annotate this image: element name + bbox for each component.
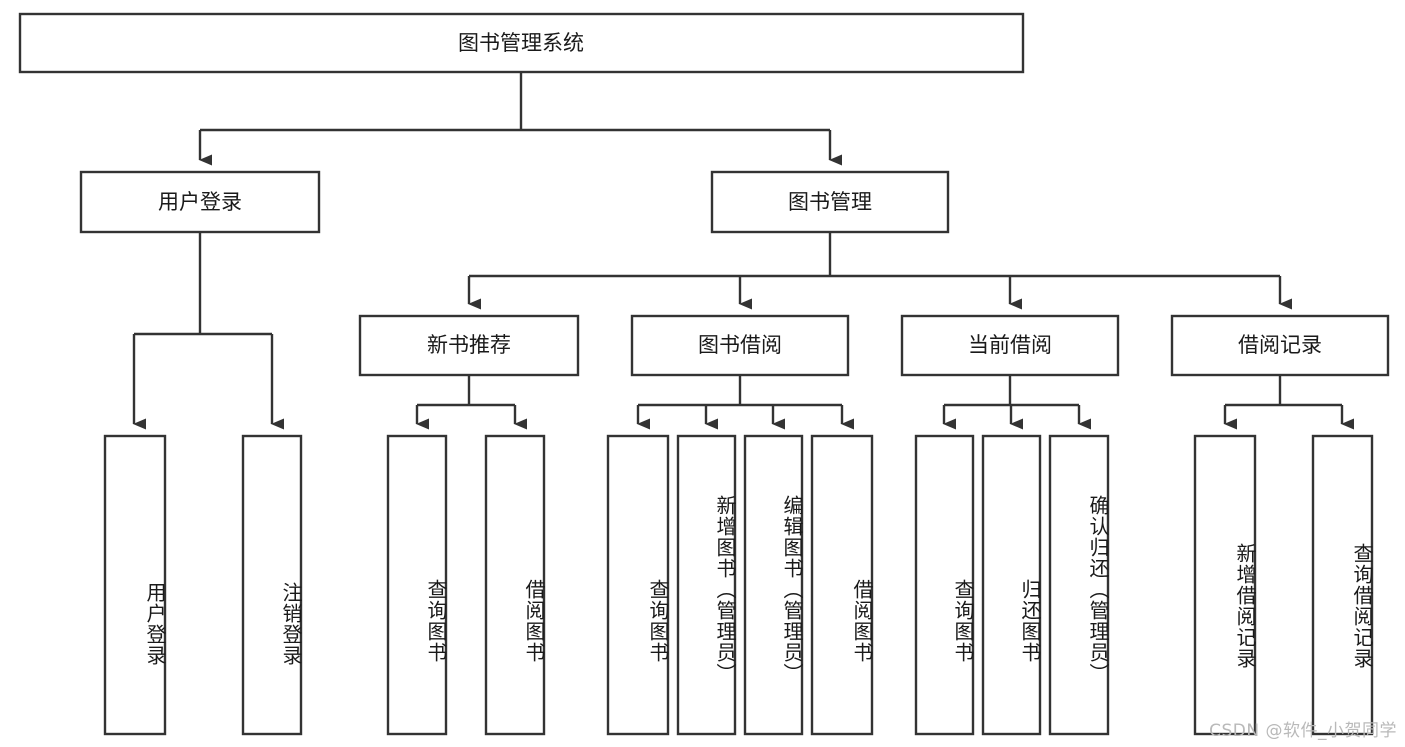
node-label-new-book-recommend: 新书推荐: [427, 333, 511, 357]
watermark-text: CSDN @软件_小贺同学: [1209, 721, 1397, 741]
node-box-root[interactable]: [18, 12, 1025, 74]
node-box-book-borrow[interactable]: [630, 314, 850, 377]
node-label-book-management: 图书管理: [788, 190, 872, 214]
leaf-box-query-books[interactable]: [606, 434, 670, 736]
node-box-new-book-recommend[interactable]: [358, 314, 580, 377]
leaf-box-borrow-books-new[interactable]: [484, 434, 546, 736]
leaf-box-confirm-return[interactable]: [1048, 434, 1110, 736]
leaf-box-query-books-new[interactable]: [386, 434, 448, 736]
connector-layer: [132, 72, 1354, 430]
node-label-user-login: 用户登录: [158, 190, 242, 214]
node-box-user-login[interactable]: [79, 170, 321, 234]
leaf-box-user-login[interactable]: [103, 434, 167, 736]
node-box-book-management[interactable]: [710, 170, 950, 234]
leaf-box-return-books[interactable]: [981, 434, 1042, 736]
leaf-box-borrow-books[interactable]: [810, 434, 874, 736]
node-label-book-borrow: 图书借阅: [698, 333, 782, 357]
leaf-box-add-record[interactable]: [1193, 434, 1257, 736]
node-label-borrow-records: 借阅记录: [1238, 333, 1322, 357]
leaf-box-query-books-cur[interactable]: [914, 434, 975, 736]
leaf-box-add-book-admin[interactable]: [676, 434, 737, 736]
leaf-box-logout[interactable]: [241, 434, 303, 736]
node-label-current-borrow: 当前借阅: [968, 333, 1052, 357]
leaf-box-edit-book-admin[interactable]: [743, 434, 804, 736]
leaf-box-query-record[interactable]: [1311, 434, 1374, 736]
node-layer: 图书管理系统 用户登录 图书管理 新书推荐 图书借阅 当前借阅 借阅记录: [18, 12, 1390, 736]
node-box-borrow-records[interactable]: [1170, 314, 1390, 377]
node-box-current-borrow[interactable]: [900, 314, 1120, 377]
node-label-root: 图书管理系统: [458, 31, 584, 55]
